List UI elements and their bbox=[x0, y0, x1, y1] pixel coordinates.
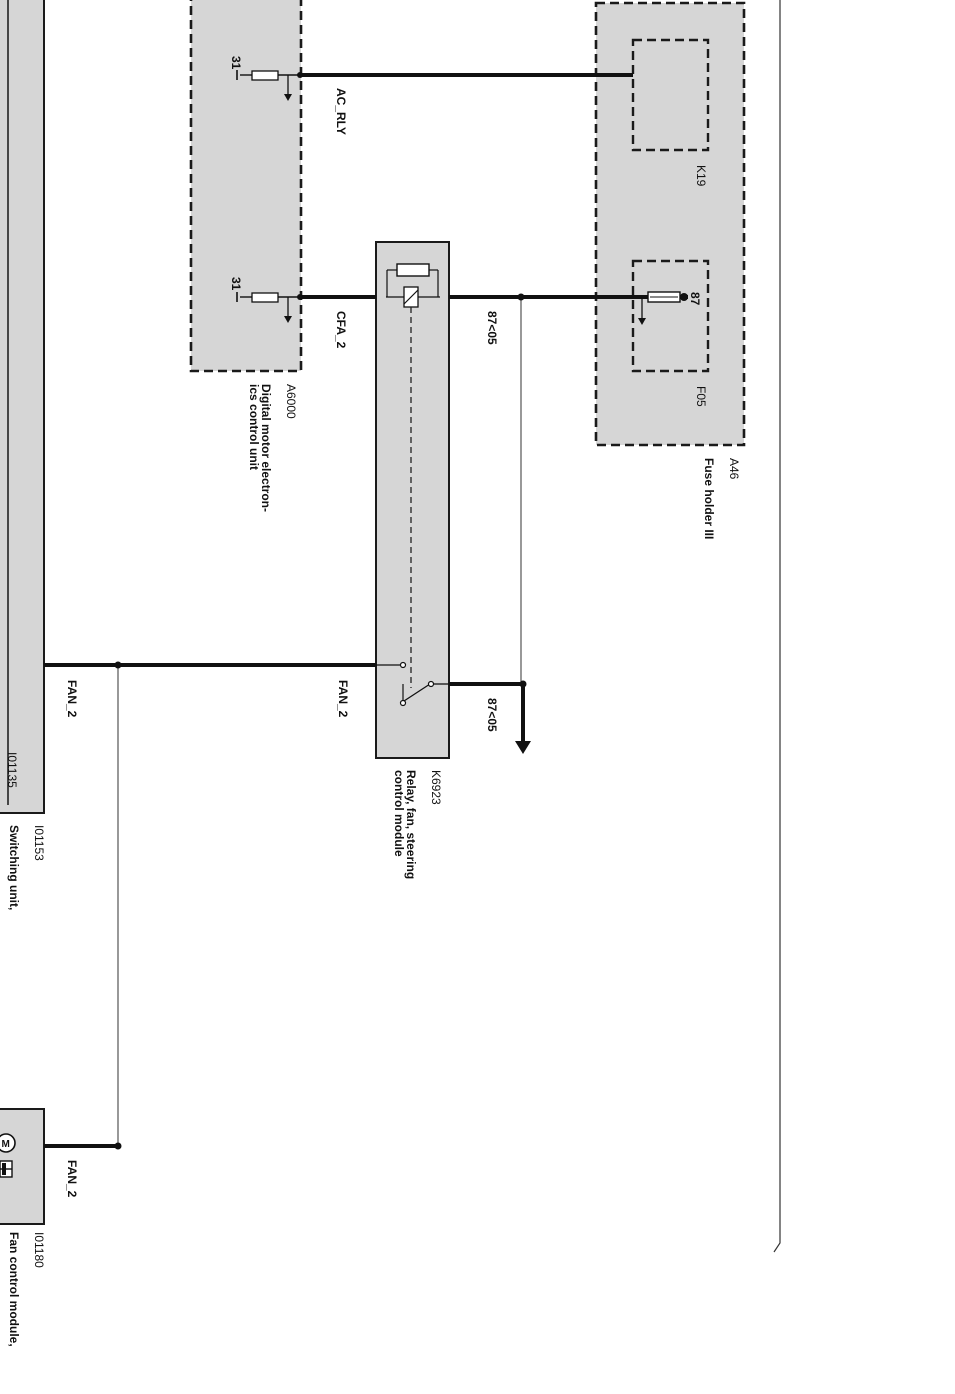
a6000-desc-line1: Digital motor electron- bbox=[259, 384, 273, 512]
signal-ac-rly: AC_RLY bbox=[334, 88, 348, 135]
k19-box bbox=[631, 38, 710, 152]
k6923-id: K6923 bbox=[429, 770, 443, 805]
k19-label: K19 bbox=[694, 165, 708, 187]
relay-box bbox=[375, 241, 450, 759]
signal-fan-2-relay: FAN_2 bbox=[336, 680, 350, 718]
junction-dot bbox=[114, 661, 122, 669]
junction-dot bbox=[517, 293, 525, 301]
a6000-desc-line2: ics control unit bbox=[247, 384, 261, 470]
k6923-desc-line2: control module bbox=[392, 770, 406, 857]
a46-desc: Fuse holder III bbox=[702, 458, 716, 539]
switching-unit-box bbox=[0, 0, 45, 814]
signal-fan-2-module: FAN_2 bbox=[65, 1160, 79, 1198]
junction-dot bbox=[114, 1142, 122, 1150]
i01180-id: I01180 bbox=[32, 1232, 46, 1268]
a6000-id: A6000 bbox=[284, 384, 298, 419]
fuse-holder-box bbox=[594, 1, 746, 447]
k6923-desc-line1: Relay, fan, steering bbox=[404, 770, 418, 879]
f05-box bbox=[631, 259, 710, 373]
f05-label: F05 bbox=[694, 386, 708, 407]
svg-text:M: M bbox=[2, 1139, 10, 1150]
fuse-pin-87: 87 bbox=[688, 292, 702, 306]
signal-fan-2-switch: FAN_2 bbox=[65, 680, 79, 718]
relay-switch-icon bbox=[376, 661, 449, 707]
i01180-desc: Fan control module, bbox=[7, 1232, 21, 1347]
i01153-partial-id: I01135 bbox=[5, 752, 19, 788]
fuse-icon bbox=[638, 291, 688, 325]
a46-id: A46 bbox=[727, 458, 741, 480]
dme-pin-31-top: 31 bbox=[229, 56, 243, 70]
relay-coil-icon bbox=[386, 263, 440, 308]
arrow-down-icon bbox=[515, 741, 531, 754]
signal-87-05-top: 87<05 bbox=[485, 311, 499, 345]
i01153-id: I01153 bbox=[32, 825, 46, 861]
resistor-icon bbox=[236, 292, 300, 323]
signal-cfa-2: CFA_2 bbox=[334, 311, 348, 349]
signal-87-05-bottom: 87<05 bbox=[485, 698, 499, 732]
page-border-right bbox=[773, 0, 781, 1253]
dme-pin-31-bottom: 31 bbox=[229, 277, 243, 291]
junction-dot bbox=[519, 680, 527, 688]
dme-control-unit-box bbox=[189, 0, 303, 373]
i01153-desc: Switching unit, bbox=[7, 825, 21, 910]
resistor-icon bbox=[236, 70, 300, 101]
motor-icon: M bbox=[0, 1133, 16, 1178]
fan-control-module-box bbox=[0, 1108, 45, 1225]
